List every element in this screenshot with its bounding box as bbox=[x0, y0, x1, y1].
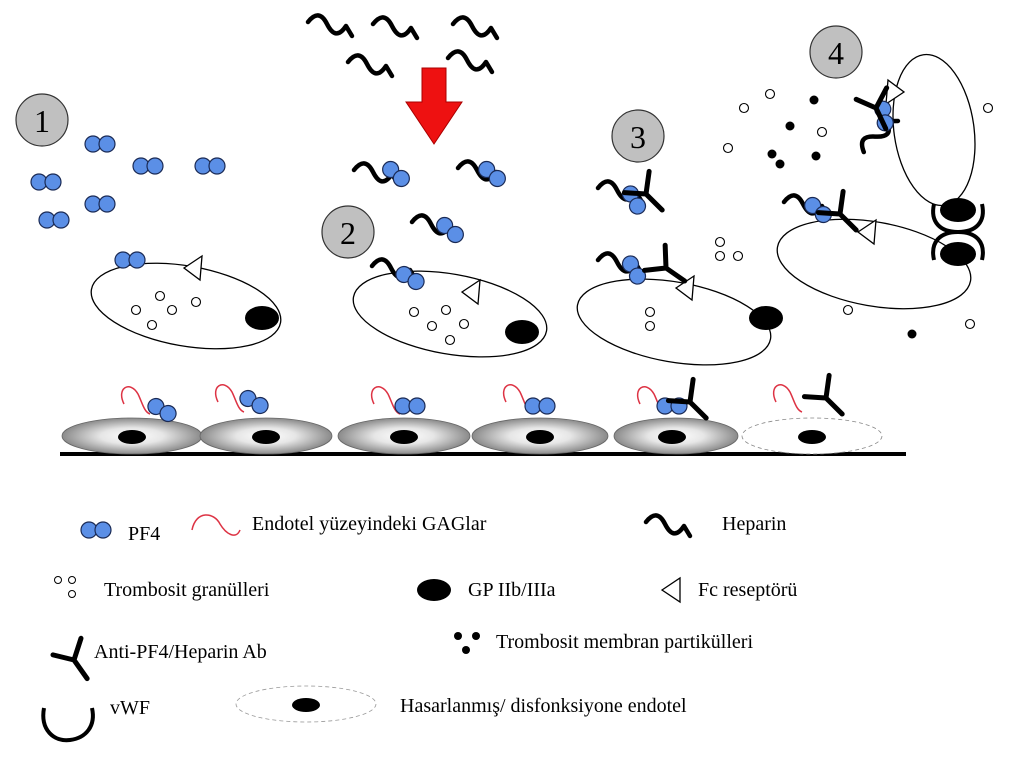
gp-iib-iiia-icon bbox=[940, 198, 976, 222]
vwf-icon bbox=[931, 229, 985, 261]
step-badge-3: 3 bbox=[611, 109, 665, 163]
pf4-icon bbox=[378, 157, 414, 191]
svg-text:Fc reseptörü: Fc reseptörü bbox=[698, 579, 797, 601]
fc-receptor-icon bbox=[660, 576, 681, 604]
platelet bbox=[90, 251, 282, 350]
pf4-icon bbox=[474, 157, 510, 191]
vwf-icon bbox=[41, 707, 95, 743]
legend-gag: Endotel yüzeyindeki GAGlar bbox=[191, 513, 487, 536]
endothelial-cell bbox=[199, 384, 333, 455]
svg-text:Hasarlanmış/ disfonksiyone end: Hasarlanmış/ disfonksiyone endotel bbox=[400, 695, 687, 717]
pf4-icon bbox=[30, 173, 62, 191]
pf4-icon bbox=[38, 211, 70, 229]
platelet-vertical bbox=[855, 53, 976, 207]
endothelial-cell bbox=[613, 379, 739, 455]
platelet bbox=[776, 191, 972, 316]
svg-text:vWF: vWF bbox=[110, 697, 150, 719]
pf4-icon bbox=[84, 195, 116, 213]
legend-pf4: PF4 bbox=[80, 521, 160, 545]
antibody-icon bbox=[51, 638, 95, 687]
legend-vwf: vWF bbox=[41, 697, 150, 743]
pf4-icon bbox=[194, 157, 226, 175]
stage-2 bbox=[347, 157, 548, 358]
damaged-endothelial-cell bbox=[741, 375, 883, 455]
heparin-icon bbox=[348, 55, 392, 76]
platelet bbox=[352, 258, 548, 358]
platelet bbox=[576, 245, 783, 366]
endothelial-cell bbox=[337, 386, 471, 455]
membrane-particles bbox=[722, 88, 994, 339]
legend-heparin: Heparin bbox=[646, 513, 786, 536]
legend-damaged-endothelium: Hasarlanmış/ disfonksiyone endotel bbox=[235, 685, 687, 723]
endothelial-cell bbox=[61, 386, 203, 455]
legend-antibody: Anti-PF4/Heparin Ab bbox=[51, 638, 267, 687]
legend: PF4 Endotel yüzeyindeki GAGlar Heparin T… bbox=[41, 513, 797, 743]
stage-4 bbox=[722, 53, 994, 339]
svg-text:1: 1 bbox=[34, 103, 50, 139]
svg-text:GP IIb/IIIa: GP IIb/IIIa bbox=[468, 579, 556, 601]
svg-text:Anti-PF4/Heparin Ab: Anti-PF4/Heparin Ab bbox=[94, 641, 267, 663]
red-down-arrow bbox=[405, 67, 463, 145]
gag-icon bbox=[191, 514, 241, 536]
svg-text:Trombosit membran partikülleri: Trombosit membran partikülleri bbox=[496, 631, 753, 653]
gp-vwf-bridge bbox=[931, 198, 985, 266]
pf4-icon bbox=[84, 135, 116, 153]
endothelial-cell bbox=[471, 384, 609, 455]
pf4-icon bbox=[132, 157, 164, 175]
step-badge-4: 4 bbox=[809, 25, 863, 79]
svg-text:2: 2 bbox=[340, 215, 356, 251]
svg-text:PF4: PF4 bbox=[128, 523, 160, 545]
heparin-icon bbox=[373, 17, 417, 38]
svg-text:3: 3 bbox=[630, 119, 646, 155]
gp-iib-iiia-icon bbox=[940, 242, 976, 266]
heparin-icon bbox=[308, 15, 352, 36]
svg-text:Trombosit granülleri: Trombosit granülleri bbox=[104, 579, 270, 601]
incoming-heparin-group bbox=[308, 15, 497, 76]
pf4-icon bbox=[524, 397, 556, 415]
legend-fc: Fc reseptörü bbox=[660, 576, 797, 604]
pf4-icon bbox=[236, 386, 272, 418]
legend-gp-iib-iiia: GP IIb/IIIa bbox=[417, 579, 556, 601]
step-badge-2: 2 bbox=[321, 205, 375, 259]
heparin-icon bbox=[646, 515, 690, 536]
stage-3 bbox=[576, 171, 783, 366]
pf4-icon bbox=[80, 521, 112, 539]
endothelium bbox=[60, 375, 906, 456]
svg-text:4: 4 bbox=[828, 35, 844, 71]
heparin-icon bbox=[448, 51, 492, 72]
gp-iib-iiia-icon bbox=[417, 579, 451, 601]
gp-iib-iiia-icon bbox=[749, 306, 783, 330]
svg-text:Endotel yüzeyindeki GAGlar: Endotel yüzeyindeki GAGlar bbox=[252, 513, 487, 535]
legend-granules: Trombosit granülleri bbox=[54, 576, 270, 601]
legend-particles: Trombosit membran partikülleri bbox=[454, 631, 753, 654]
heparin-icon bbox=[453, 17, 497, 38]
pf4-icon bbox=[432, 213, 468, 247]
gp-iib-iiia-icon bbox=[245, 306, 279, 330]
gp-iib-iiia-icon bbox=[505, 320, 539, 344]
stage-1 bbox=[30, 135, 282, 350]
pf4-icon bbox=[394, 397, 426, 415]
svg-text:Heparin: Heparin bbox=[722, 513, 786, 535]
step-badge-1: 1 bbox=[15, 93, 69, 147]
